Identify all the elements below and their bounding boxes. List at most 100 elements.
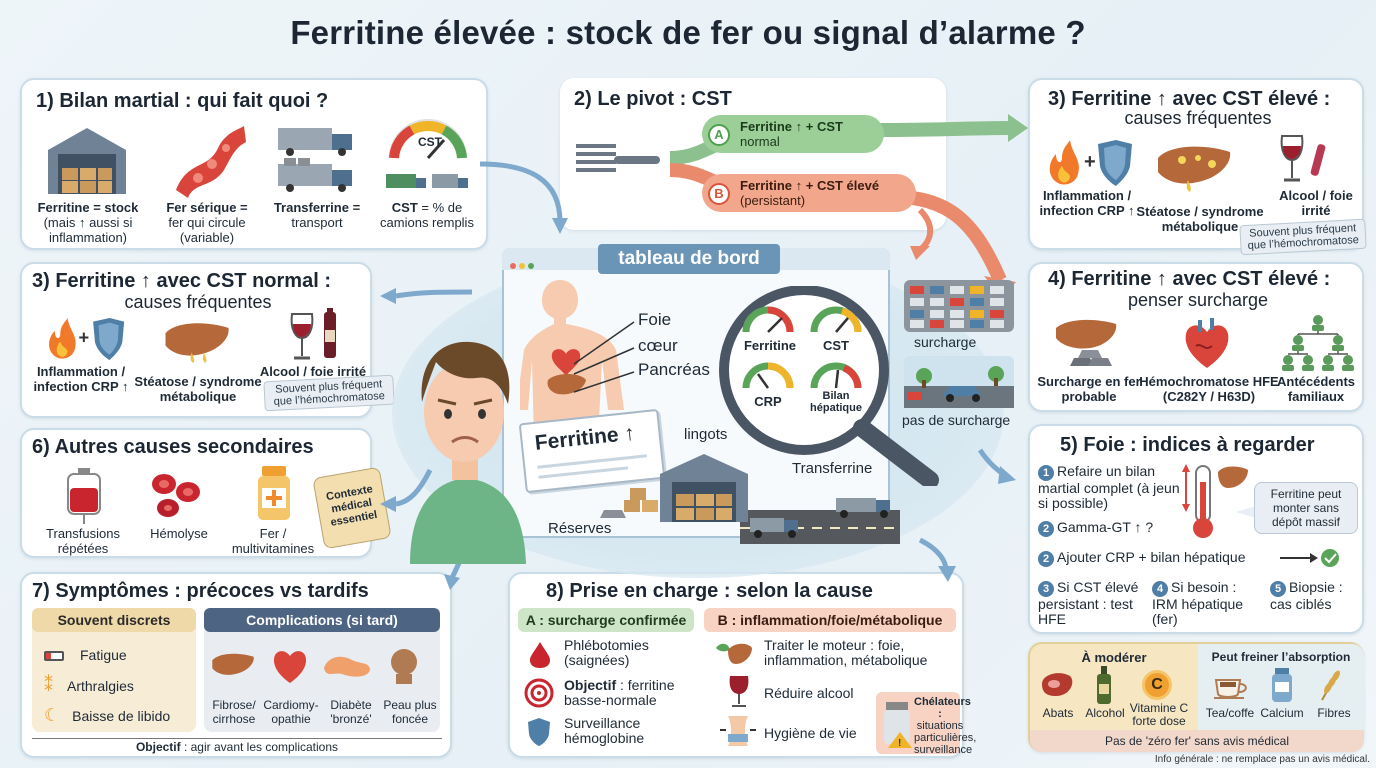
gauge-bilan	[810, 362, 862, 389]
chelateurs-text: Chélateurs :situations particulières, su…	[914, 696, 977, 756]
cause-transfusions: Transfusions répétées	[46, 526, 120, 556]
branch-b-badge: B	[708, 183, 730, 205]
alcohol: Alcohol	[1085, 706, 1125, 720]
b-hygiene: Hygiène de vie	[764, 725, 857, 741]
label-pas-surcharge: pas de surcharge	[902, 412, 1011, 428]
liver-ingots-icon	[1056, 319, 1117, 366]
card-title: 4) Ferritine ↑ avec CST élevé :	[1048, 268, 1331, 290]
arrow-check-icon	[1280, 549, 1339, 567]
surcharge-probable: Surcharge en fer probable	[1037, 374, 1141, 404]
card-subtitle: causes fréquentes	[124, 292, 272, 312]
right-header: Peut freiner l’absorption	[1211, 650, 1351, 664]
b-moteur: Traiter le moteur : foie, inflammation, …	[764, 637, 928, 668]
magnifier-icon	[719, 286, 939, 486]
label-reserves: Réserves	[548, 520, 612, 537]
moon-heart-icon: ☾	[44, 705, 61, 725]
a-surveillance: Surveillance hémoglobine	[564, 715, 645, 746]
card-title: 8) Prise en charge : selon la cause	[546, 580, 873, 602]
card-bilan-martial: 1) Bilan martial : qui fait quoi ? Ferri…	[20, 78, 488, 250]
antecedents-familiaux: Antécédents familiaux	[1276, 374, 1356, 404]
gauge-ferritine	[742, 306, 794, 333]
card-title: 3) Ferritine ↑ avec CST normal :	[32, 270, 331, 292]
hemochromatose: Hémochromatose HFE (C282Y / H63D)	[1139, 374, 1279, 404]
complication-fibrose: Fibrose/ cirrhose	[212, 698, 256, 726]
red-cells-icon	[152, 474, 200, 517]
ferritine-callout: Ferritine peut monter sans dépôt massif	[1254, 482, 1358, 534]
card-subtitle: causes fréquentes	[1124, 108, 1272, 128]
heart-icon	[1185, 318, 1229, 368]
label-lingots: lingots	[684, 426, 728, 443]
svg-text:!: !	[898, 738, 901, 748]
callout-arrow	[1236, 506, 1256, 518]
wine-icon	[729, 676, 749, 707]
meat-icon	[1042, 673, 1073, 696]
flame-shield-icon: +	[49, 318, 125, 360]
cause-inflammation: Inflammation / infection CRP ↑	[33, 364, 129, 394]
right-header: Complications (si tard)	[204, 608, 440, 632]
cause-steatose: Stéatose / syndrome métabolique	[1136, 204, 1264, 234]
cause-hemolyse: Hémolyse	[150, 526, 208, 541]
cause-alcool: Alcool / foie irrité	[259, 364, 367, 379]
symptom-fatigue: Fatigue	[44, 648, 127, 663]
symptom-arthralgies: ⁑Arthralgies	[44, 675, 134, 695]
complication-cardiomyopathie: Cardiomy- opathie	[263, 698, 319, 726]
calcium: Calcium	[1260, 706, 1304, 720]
battery-icon	[44, 651, 64, 662]
cst-gauge-icon	[386, 119, 468, 188]
warehouse-road-icon	[600, 454, 900, 544]
svg-text:+: +	[1084, 151, 1096, 173]
thermometer-icon	[1182, 464, 1248, 538]
cause-inflammation: Inflammation / infection CRP ↑	[1039, 188, 1135, 218]
wheat-icon	[1321, 670, 1340, 701]
vitamin-c-icon: C	[1142, 670, 1172, 700]
supplement-bottle-icon	[258, 466, 290, 520]
warehouse-icon	[48, 128, 126, 194]
vitamine-c: Vitamine C forte dose	[1129, 701, 1189, 728]
leaf-liver-icon	[716, 643, 752, 664]
card-symptomes: 7) Symptômes : précoces vs tardifs Souve…	[20, 572, 452, 758]
card-title: 5) Foie : indices à regarder	[1060, 434, 1315, 456]
label-surcharge: surcharge	[914, 334, 977, 350]
card-cst-normal-causes: 3) Ferritine ↑ avec CST normal : causes …	[20, 262, 372, 418]
fibres: Fibres	[1317, 706, 1351, 720]
card-title: 6) Autres causes secondaires	[32, 436, 314, 458]
label-pancreas: Pancréas	[638, 360, 710, 379]
face-icon	[391, 649, 417, 684]
heart-icon	[273, 651, 307, 683]
blood-vessel-icon	[176, 126, 246, 198]
complication-peau: Peau plus foncée	[383, 698, 437, 726]
gauge-label-cst: CST	[823, 338, 849, 353]
header-b: B : inflammation/foie/métabolique	[704, 608, 956, 632]
family-tree-icon	[1282, 315, 1354, 371]
item-cst: CST = % de camions remplis	[380, 200, 474, 230]
pill-bottle-warning-icon: !	[884, 702, 912, 748]
card-title: 7) Symptômes : précoces vs tardifs	[32, 580, 369, 602]
teacup-icon	[1214, 679, 1247, 699]
body-icon	[520, 280, 624, 440]
svg-text:+: +	[79, 327, 90, 348]
gauge-label-ferritine: Ferritine	[743, 338, 796, 353]
shield-icon	[528, 718, 550, 746]
pancreas-icon	[324, 656, 370, 677]
liver-icon	[165, 323, 229, 363]
wine-icon	[290, 308, 336, 360]
cause-alcool: Alcool / foie irrité	[1279, 188, 1353, 218]
wine-icon	[1280, 135, 1326, 182]
blood-drop-icon	[530, 642, 550, 668]
a-phlebotomies: Phlébotomies (saignées)	[564, 637, 649, 668]
b-alcool: Réduire alcool	[764, 685, 854, 701]
left-header: Souvent discrets	[32, 608, 196, 632]
tea-coffee: Tea/coffe	[1205, 706, 1255, 720]
card-surcharge: 4) Ferritine ↑ avec CST élevé : penser s…	[1028, 262, 1364, 412]
a-objectif: Objectif : ferritine basse-normale	[564, 677, 675, 708]
person-icon	[410, 341, 526, 564]
gauge-label-bilan: Bilan hépatique	[810, 390, 862, 414]
item-fer-serique: Fer sérique =fer qui circule (variable)	[166, 200, 248, 245]
dashboard-title: tableau de bord	[598, 244, 780, 274]
open-road-icon	[904, 356, 1014, 408]
